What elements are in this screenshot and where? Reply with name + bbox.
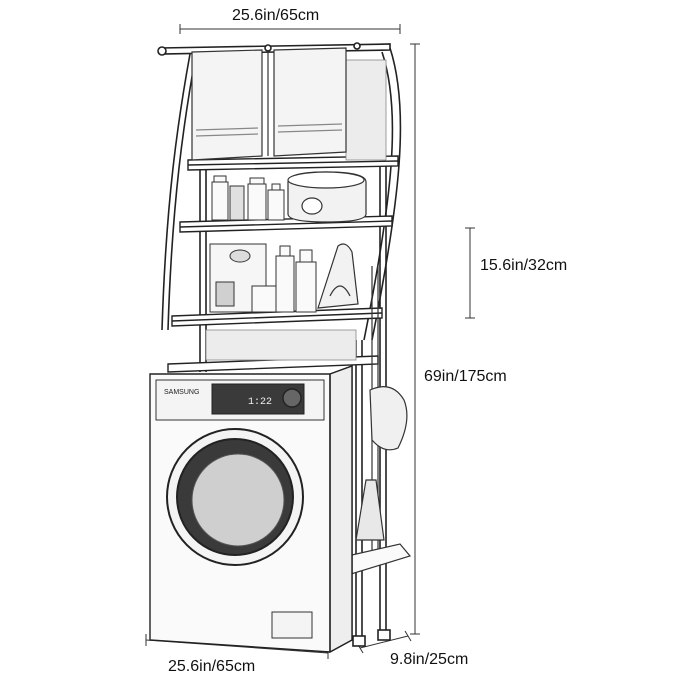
base-width-label: 25.6in/65cm [168,658,256,675]
back-wall [205,59,387,361]
washing-machine [149,365,353,654]
top-width-label: 25.6in/65cm [232,7,320,24]
washer-display: 1:22 [248,397,272,408]
shelf-spacing-label: 15.6in/32cm [480,257,568,274]
depth-label: 9.8in/25cm [390,651,469,668]
cleaning-bottles [251,245,317,313]
storage-basket [287,171,367,223]
total-height-label: 69in/175cm [424,368,507,385]
washer-brand: SAMSUNG [164,389,199,396]
toiletries [211,175,285,221]
steam-iron [317,243,359,309]
detergent-box [209,243,267,313]
towels [191,47,347,161]
